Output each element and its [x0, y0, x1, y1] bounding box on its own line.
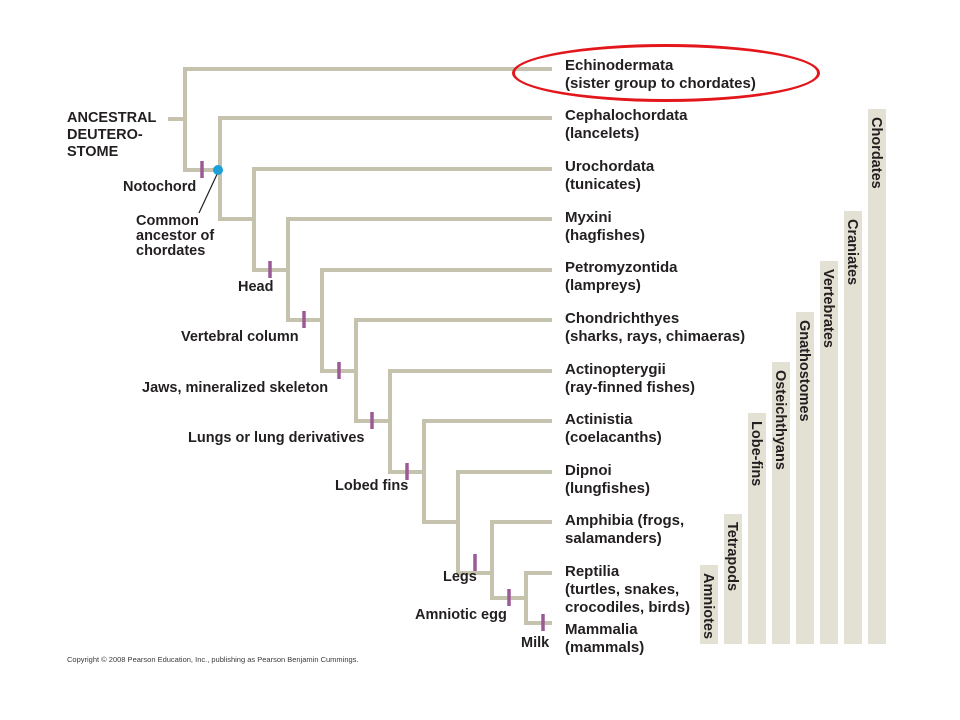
taxon-label-line: Petromyzontida: [565, 259, 678, 276]
taxon-label: Dipnoi(lungfishes): [565, 462, 650, 498]
group-bar: Chordates: [868, 109, 886, 644]
taxon-label-line: Reptilia: [565, 563, 620, 580]
taxon-label-line: (lancelets): [565, 125, 640, 142]
taxon-label: Urochordata(tunicates): [565, 158, 654, 194]
group-bar-label: Osteichthyans: [772, 370, 788, 470]
taxon-label-line: (tunicates): [565, 176, 641, 193]
copyright-notice: Copyright © 2008 Pearson Education, Inc.…: [67, 655, 359, 664]
common-ancestor-node: [213, 165, 223, 175]
taxon-label-line: (hagfishes): [565, 227, 646, 244]
taxon-label-line: (lampreys): [565, 277, 641, 294]
trait-notochord: Notochord: [123, 179, 197, 195]
taxon-label-line: (sharks, rays, chimaeras): [565, 328, 746, 345]
root-label-line: DEUTERO-: [67, 127, 143, 143]
taxon-label-line: Chondrichthyes: [565, 310, 680, 327]
group-bar-label: Gnathostomes: [796, 320, 812, 422]
taxon-label-line: Actinopterygii: [565, 361, 666, 378]
root-label: ANCESTRAL DEUTERO- STOME: [67, 110, 156, 161]
trait-lungs: Lungs or lung derivatives: [188, 430, 365, 446]
trait-common-ancestor: Common ancestor of chordates: [136, 213, 215, 259]
group-bar-label: Lobe-fins: [748, 421, 764, 487]
taxon-label-line: Urochordata: [565, 158, 655, 175]
trait-lobed-fins: Lobed fins: [335, 478, 409, 494]
taxon-label: Chondrichthyes(sharks, rays, chimaeras): [565, 310, 745, 346]
taxon-label-line: (lungfishes): [565, 480, 650, 497]
group-bar-label: Craniates: [844, 219, 860, 286]
trait-head: Head: [238, 279, 274, 295]
echinodermata-highlight-ellipse: [512, 44, 820, 102]
group-bar: Osteichthyans: [772, 362, 790, 644]
trait-legs: Legs: [443, 569, 477, 585]
taxon-label-line: Actinistia: [565, 411, 633, 428]
group-bar: Gnathostomes: [796, 312, 814, 644]
taxon-label: Mammalia(mammals): [565, 621, 644, 657]
taxon-label-line: (coelacanths): [565, 429, 662, 446]
root-label-line: ANCESTRAL: [67, 110, 157, 126]
taxon-label-line: Cephalochordata: [565, 107, 688, 124]
taxon-label: Amphibia (frogs,salamanders): [565, 512, 684, 548]
group-bar-label: Tetrapods: [724, 522, 740, 592]
taxon-label-line: (turtles, snakes,: [565, 581, 680, 598]
taxon-label-line: (ray-finned fishes): [565, 379, 696, 396]
trait-jaws: Jaws, mineralized skeleton: [142, 380, 329, 396]
taxon-label-line: salamanders): [565, 530, 662, 547]
taxon-label-line: crocodiles, birds): [565, 599, 691, 616]
taxon-label: Petromyzontida(lampreys): [565, 259, 678, 295]
group-bar-label: Chordates: [868, 117, 884, 189]
group-bar: Craniates: [844, 211, 862, 644]
trait-vertebral-column: Vertebral column: [181, 329, 299, 345]
taxon-label-line: Myxini: [565, 209, 612, 226]
root-label-line: STOME: [67, 144, 119, 160]
taxon-label-line: Mammalia: [565, 621, 638, 638]
taxon-label-line: Dipnoi: [565, 462, 612, 479]
ancestor-pointer-line: [198, 169, 220, 214]
group-bar: Lobe-fins: [748, 413, 766, 644]
taxon-label: Actinistia(coelacanths): [565, 411, 662, 447]
taxon-label: Myxini(hagfishes): [565, 209, 645, 245]
group-bar: Tetrapods: [724, 514, 742, 644]
taxon-label: Cephalochordata(lancelets): [565, 107, 688, 143]
group-bar: Vertebrates: [820, 261, 838, 644]
group-bar: Amniotes: [700, 565, 718, 644]
trait-milk: Milk: [521, 635, 550, 651]
trait-amniotic-egg: Amniotic egg: [415, 607, 507, 623]
taxon-label-line: (mammals): [565, 639, 645, 656]
group-bar-label: Vertebrates: [820, 269, 836, 348]
taxon-label: Actinopterygii(ray-finned fishes): [565, 361, 695, 397]
taxon-label: Reptilia(turtles, snakes,crocodiles, bir…: [565, 563, 690, 617]
taxon-label-line: Amphibia (frogs,: [565, 512, 685, 529]
group-bar-label: Amniotes: [700, 573, 716, 640]
